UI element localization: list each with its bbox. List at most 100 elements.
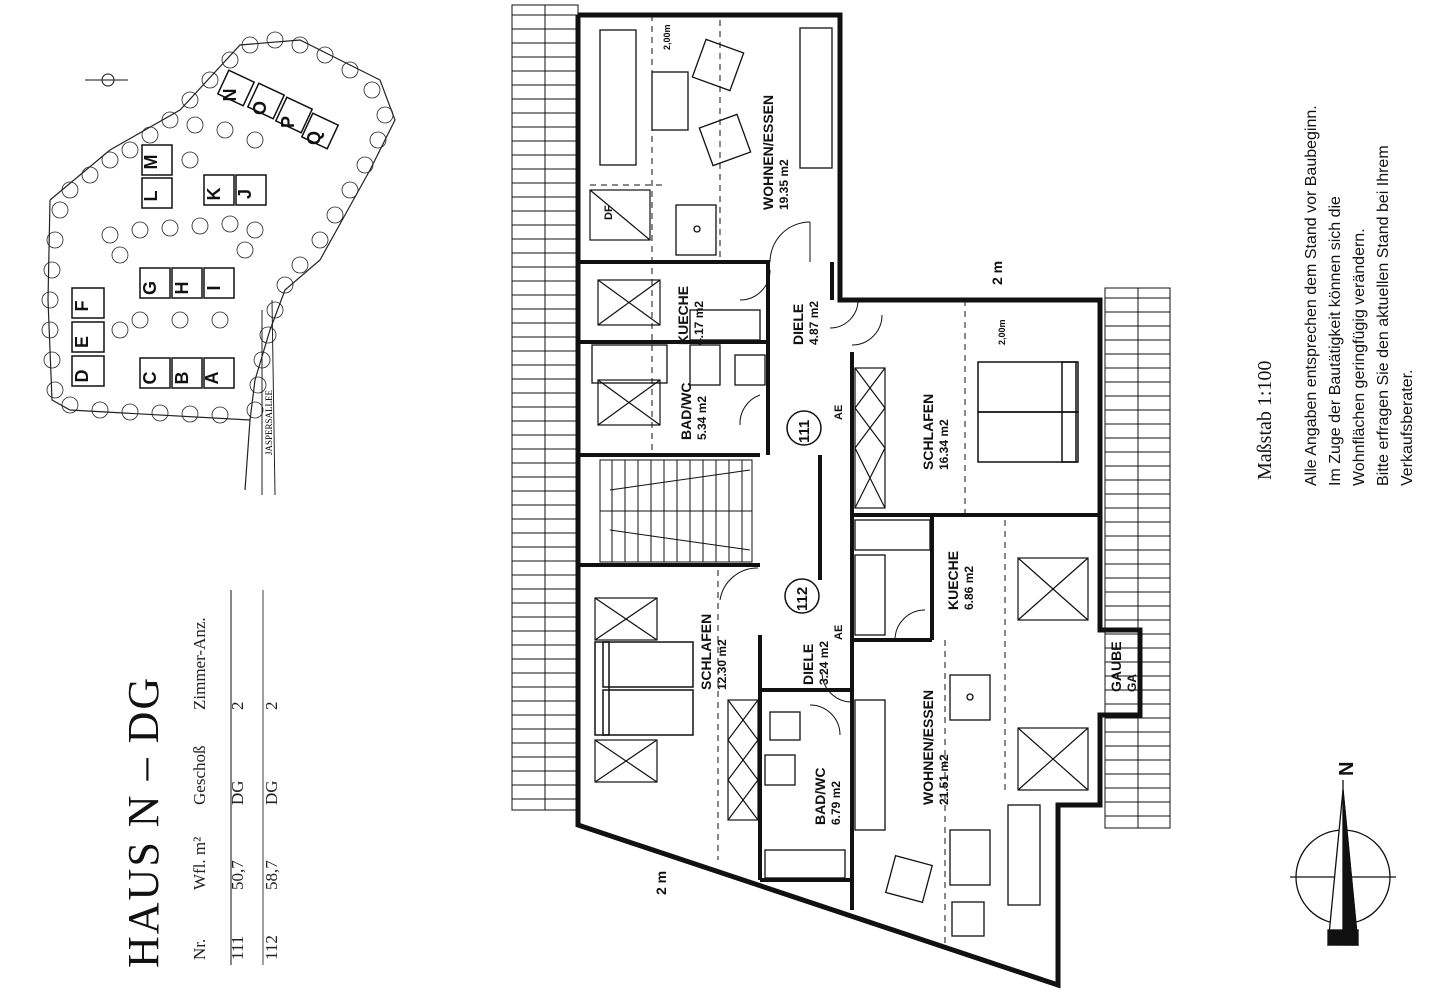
table-cell: 50,7 bbox=[228, 860, 247, 890]
unit-number-112: 112 bbox=[794, 587, 811, 611]
site-tree bbox=[363, 81, 381, 99]
site-tree bbox=[161, 219, 179, 237]
stair-arrow bbox=[609, 469, 751, 491]
note-line: Im Zuge der Bautätigkeit können sich die bbox=[1327, 196, 1344, 486]
site-tree bbox=[211, 406, 229, 424]
site-tree bbox=[259, 326, 277, 344]
table-cell: DG bbox=[262, 780, 281, 805]
site-tree bbox=[276, 276, 294, 294]
roof-tiles-left bbox=[511, 4, 579, 811]
site-building-letter: N bbox=[220, 89, 240, 102]
staircase bbox=[599, 459, 753, 563]
site-tree bbox=[216, 121, 234, 139]
roof-tiles-right bbox=[1104, 287, 1171, 829]
site-tree bbox=[46, 381, 64, 399]
table-cell: DG bbox=[228, 780, 247, 805]
table-cell: 58,7 bbox=[262, 860, 281, 890]
site-tree bbox=[311, 231, 329, 249]
site-building-letter: J bbox=[235, 189, 255, 199]
site-building-letter: E bbox=[72, 336, 92, 348]
site-tree bbox=[249, 376, 267, 394]
site-tree bbox=[121, 403, 139, 421]
site-tree bbox=[131, 311, 149, 329]
site-tree bbox=[326, 206, 344, 224]
site-building-letter: A bbox=[202, 372, 222, 385]
site-tree bbox=[221, 51, 239, 69]
outer-walls bbox=[575, 12, 1143, 989]
site-tree bbox=[236, 241, 254, 259]
site-tree bbox=[101, 151, 119, 169]
ae-mark-1: AE bbox=[833, 405, 845, 420]
unit-number-markers: 111 112 bbox=[784, 410, 822, 614]
site-tree bbox=[41, 291, 59, 309]
unit-number-111: 111 bbox=[796, 420, 813, 443]
site-tree bbox=[171, 311, 189, 329]
dimension-mark-bottom: 2 m bbox=[653, 871, 669, 895]
site-tree bbox=[91, 401, 109, 419]
inner-walls bbox=[578, 260, 1100, 910]
table-cell: 112 bbox=[262, 935, 281, 960]
site-tree bbox=[341, 61, 359, 79]
site-building-letter: M bbox=[141, 155, 161, 170]
table-cell: 2 bbox=[262, 702, 281, 711]
site-north-icon bbox=[85, 73, 128, 87]
dimension-mark-top: 2 m bbox=[989, 261, 1005, 285]
note-line: Alle Angaben entsprechen dem Stand vor B… bbox=[1303, 105, 1320, 486]
stair-arrow bbox=[609, 529, 751, 551]
street-name: JASPERSALLEE bbox=[264, 389, 274, 455]
site-trees bbox=[41, 31, 394, 424]
table-cell: Wfl. m² bbox=[190, 837, 209, 890]
site-tree bbox=[191, 217, 209, 235]
site-tree bbox=[246, 131, 264, 149]
site-building-letter: K bbox=[204, 188, 224, 201]
site-building-letter: I bbox=[204, 285, 224, 290]
site-tree bbox=[246, 221, 264, 239]
compass-icon bbox=[1290, 780, 1396, 946]
slope-lines bbox=[590, 15, 1006, 950]
site-tree bbox=[111, 246, 129, 264]
note-line: Bitte erfragen Sie den aktuellen Stand b… bbox=[1375, 145, 1392, 486]
site-tree bbox=[186, 116, 204, 134]
height-mark-2: 2,00m bbox=[997, 319, 1007, 345]
site-tree bbox=[211, 311, 229, 329]
site-building-letter: O bbox=[250, 101, 270, 115]
furniture bbox=[591, 27, 1041, 937]
site-tree bbox=[246, 401, 264, 419]
scale-label: Maßstab 1:100 bbox=[1254, 360, 1276, 480]
site-buildings bbox=[71, 69, 340, 389]
site-tree bbox=[131, 221, 149, 239]
site-building-letter: Q bbox=[304, 131, 324, 145]
note-line: Wohnflächen geringfügig verändern. bbox=[1351, 228, 1368, 486]
site-building-letter: B bbox=[172, 372, 192, 385]
table-cell: Nr. bbox=[190, 939, 209, 960]
site-tree bbox=[201, 71, 219, 89]
site-tree bbox=[111, 321, 129, 339]
site-tree bbox=[101, 226, 119, 244]
table-cell: 2 bbox=[228, 702, 247, 711]
site-tree bbox=[181, 405, 199, 423]
notes: Alle Angaben entsprechen dem Stand vor B… bbox=[1300, 105, 1420, 486]
site-tree bbox=[316, 46, 334, 64]
height-mark-1: 2,00m bbox=[662, 24, 672, 50]
df-mark: DF bbox=[603, 205, 615, 220]
note-line: Verkaufsberater. bbox=[1399, 369, 1416, 486]
site-tree bbox=[51, 201, 69, 219]
site-tree bbox=[46, 231, 64, 249]
table-cell: Zimmer-Anz. bbox=[190, 617, 209, 710]
site-building-letter: F bbox=[72, 301, 92, 312]
site-tree bbox=[341, 181, 359, 199]
site-tree bbox=[121, 141, 139, 159]
unit-table: Nr.Wfl. m²GeschoßZimmer-Anz.11150,7DG211… bbox=[190, 590, 281, 965]
